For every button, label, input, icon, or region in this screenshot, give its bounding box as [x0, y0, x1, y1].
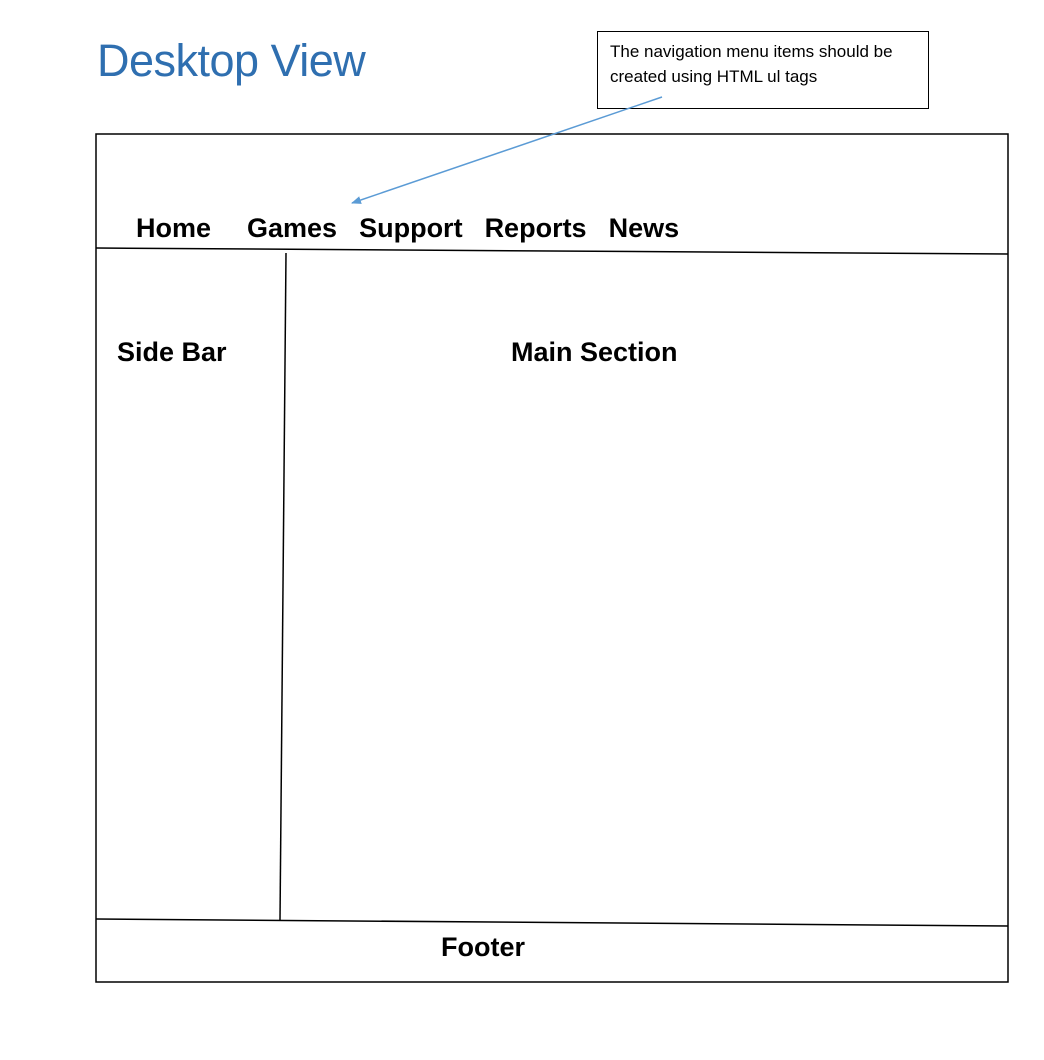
annotation-callout: The navigation menu items should be crea…	[597, 31, 929, 109]
header-divider	[95, 247, 1009, 255]
page-title: Desktop View	[97, 35, 366, 86]
main-section-label: Main Section	[511, 337, 678, 367]
sidebar-divider	[279, 252, 287, 921]
nav-item-support[interactable]: Support	[359, 213, 463, 243]
page-frame	[95, 133, 1009, 983]
nav-menu: Home Games Support Reports News	[136, 215, 679, 242]
nav-item-games[interactable]: Games	[247, 213, 338, 243]
sidebar-label: Side Bar	[117, 337, 227, 367]
nav-item-reports[interactable]: Reports	[484, 213, 587, 243]
annotation-arrow	[351, 96, 663, 204]
footer-label: Footer	[441, 932, 525, 962]
nav-item-news[interactable]: News	[608, 213, 680, 243]
footer-divider	[95, 918, 1009, 927]
nav-item-home[interactable]: Home	[136, 213, 212, 243]
